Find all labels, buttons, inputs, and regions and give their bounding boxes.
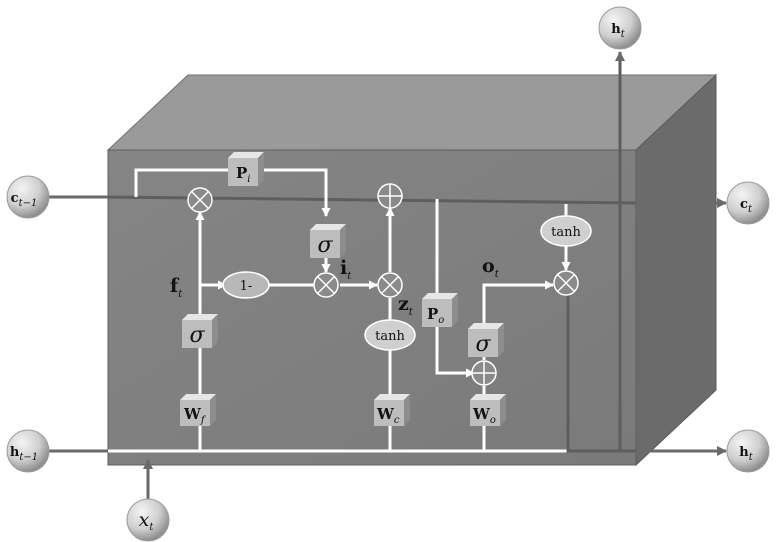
cell-add-node [378, 184, 402, 208]
sigma-i-label: σ [317, 233, 333, 258]
sigma-f-label: σ [189, 323, 205, 348]
forget-multiply-node [188, 188, 212, 212]
one-minus-label: 1- [240, 279, 253, 294]
input-multiply-node [314, 273, 338, 297]
output-add-node [472, 361, 496, 385]
tanh-candidate-label: tanh [375, 329, 405, 344]
sigma-o-label: σ [475, 332, 491, 357]
output-multiply-node [554, 271, 578, 295]
c-out-node [727, 182, 769, 224]
cell-top-face [108, 75, 716, 150]
tanh-cell-label: tanh [551, 225, 581, 240]
